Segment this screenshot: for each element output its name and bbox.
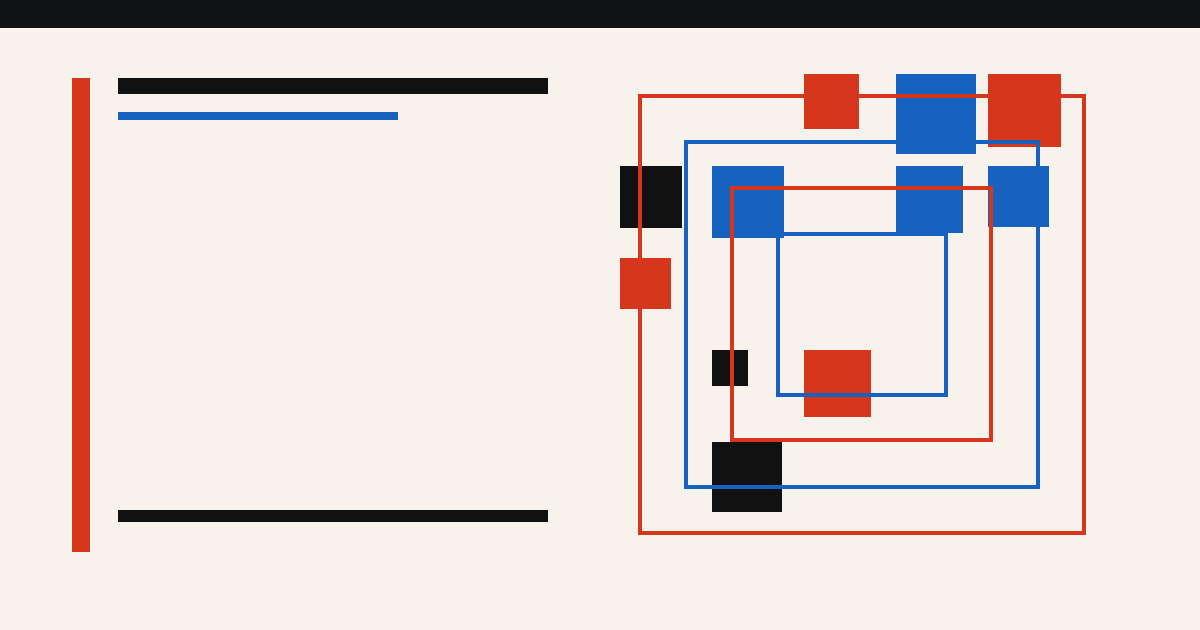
outer-red-frame [638, 94, 1086, 535]
red-block [804, 350, 871, 417]
red-block [620, 258, 671, 309]
subtitle-placeholder-bar [118, 112, 398, 120]
blue-frame [684, 140, 1040, 489]
footer-placeholder-bar [118, 510, 548, 522]
inner-red-frame [730, 186, 993, 442]
title-placeholder-bar [118, 78, 548, 94]
blue-block [896, 166, 963, 233]
inner-blue-frame [776, 232, 948, 397]
black-block [712, 442, 782, 512]
blue-block [712, 166, 784, 238]
left-accent-bar [72, 78, 90, 552]
top-bar [0, 0, 1200, 28]
red-block [988, 74, 1061, 147]
black-block [620, 166, 682, 228]
red-block [804, 74, 859, 129]
